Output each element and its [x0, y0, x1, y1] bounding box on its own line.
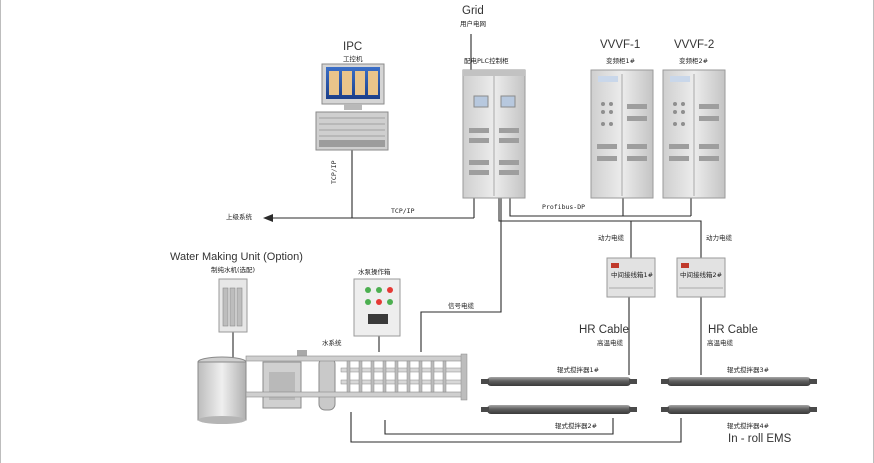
water-system-shape [197, 350, 468, 424]
stirrer-1-label: 辊式搅拌器1# [557, 366, 600, 374]
signal-cable-label: 信号电缆 [448, 302, 474, 310]
return-loop-inner [384, 418, 614, 435]
roller-stirrer-1-shape [481, 377, 637, 386]
roller-stirrer-3-shape [661, 377, 817, 386]
pump-box-shape [353, 278, 401, 337]
vvvf2-cabinet [662, 69, 726, 199]
ipc-subtitle: 工控机 [343, 55, 363, 63]
vvvf1-title: VVVF-1 [600, 39, 641, 51]
vvvf1-subtitle: 变频柜1# [606, 57, 636, 65]
junction-box-2-label: 中间接线箱2# [680, 271, 723, 279]
roller-stirrer-4-shape [661, 405, 817, 414]
hr-cable-1-title: HR Cable [579, 324, 629, 336]
grid-subtitle: 用户电网 [460, 20, 486, 28]
hr-cable-2-title: HR Cable [708, 324, 758, 336]
grid-title: Grid [462, 5, 484, 17]
power-cable-2-line [631, 220, 702, 258]
tcpip-vertical-label: TCP/IP [330, 160, 338, 184]
upper-system-arrow [263, 214, 273, 222]
stirrer-3-label: 辊式搅拌器3# [727, 366, 770, 374]
roller-stirrer-2-shape [481, 405, 637, 414]
tcpip-horizontal-label: TCP/IP [391, 207, 415, 215]
vvvf1-cabinet [590, 69, 654, 199]
ipc-title: IPC [343, 41, 363, 53]
vvvf2-subtitle: 变频柜2# [679, 57, 709, 65]
pump-box-title: 水泵操作箱 [358, 268, 391, 276]
upper-system-label: 上级系统 [226, 213, 252, 221]
hr-cable-2-subtitle: 高温电缆 [707, 339, 733, 347]
ipc-computer [315, 63, 389, 151]
water-unit-subtitle: 制纯水机(选配) [211, 266, 256, 274]
vvvf2-title: VVVF-2 [674, 39, 715, 51]
water-unit-title: Water Making Unit (Option) [170, 251, 303, 263]
stirrer-2-label: 辊式搅拌器2# [555, 422, 598, 430]
stirrer-4-label: 辊式搅拌器4# [727, 422, 770, 430]
ems-title: In - roll EMS [728, 433, 792, 445]
signal-cable-line [420, 198, 502, 352]
power-cable-1-label: 动力电缆 [598, 234, 624, 242]
connection-lines [232, 34, 702, 443]
water-system-label: 水系统 [322, 339, 342, 347]
profibus-label: Profibus-DP [542, 203, 586, 211]
junction-box-2-shape [676, 257, 726, 298]
power-cable-2-label: 动力电缆 [706, 234, 732, 242]
junction-box-1-label: 中间接线箱1# [611, 271, 654, 279]
junction-box-1-shape [606, 257, 656, 298]
hr-cable-1-subtitle: 高温电缆 [597, 339, 623, 347]
power-cable-1-line [498, 198, 632, 258]
return-loop-line [350, 412, 682, 443]
water-unit-shape [218, 278, 248, 333]
plc-subtitle: 配电PLC控制柜 [464, 57, 509, 65]
plc-cabinet [462, 69, 526, 199]
